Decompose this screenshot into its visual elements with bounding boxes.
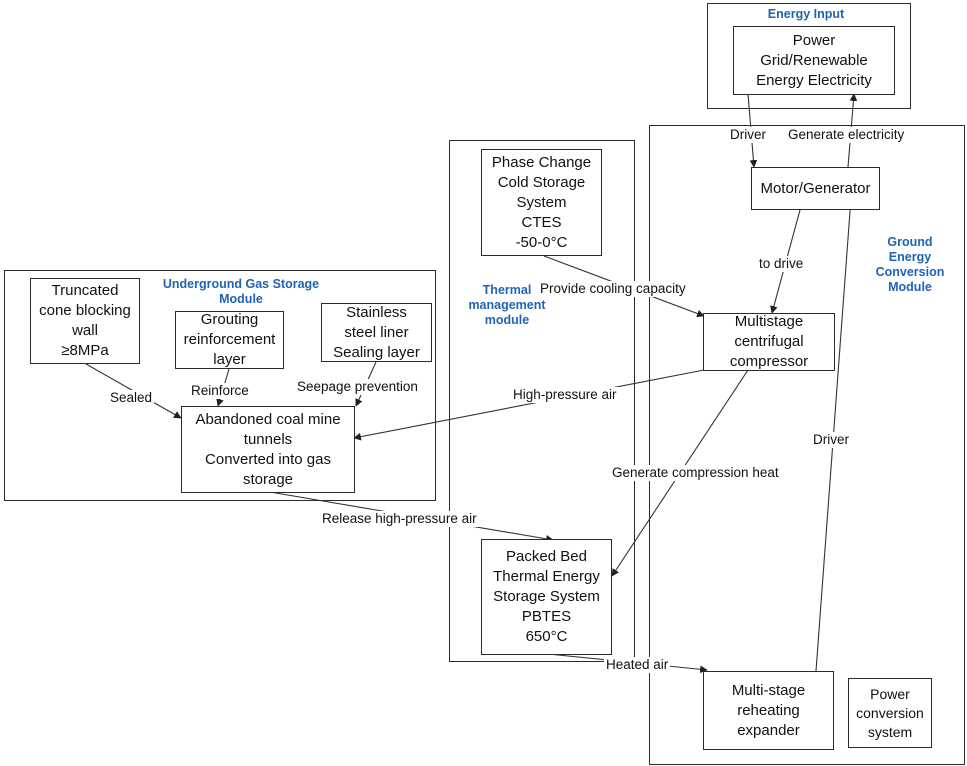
thermal-module-title: Thermal management module [468, 283, 546, 327]
underground-module-frame [4, 270, 436, 501]
label-seepage: Seepage prevention [295, 379, 420, 395]
label-high-pressure-air: High-pressure air [511, 387, 619, 403]
edge-high-pressure-air [353, 369, 705, 441]
label-reinforce: Reinforce [189, 383, 251, 399]
node-power-grid[interactable]: Power Grid/Renewable Energy Electricity [733, 26, 895, 95]
node-coal-mine[interactable]: Abandoned coal mine tunnels Converted in… [181, 406, 355, 493]
thermal-module-frame [449, 140, 635, 662]
node-cold-storage[interactable]: Phase Change Cold Storage System CTES -5… [481, 149, 602, 256]
node-grouting[interactable]: Grouting reinforcement layer [175, 311, 284, 369]
label-driver-right: Driver [811, 432, 851, 448]
label-generate-heat: Generate compression heat [610, 465, 781, 481]
label-generate-electricity: Generate electricity [786, 127, 907, 143]
node-steel-liner[interactable]: Stainless steel liner Sealing layer [321, 303, 432, 362]
node-compressor[interactable]: Multistage centrifugal compressor [703, 313, 835, 371]
label-heated-air: Heated air [604, 657, 671, 673]
ground-module-title: Ground Energy Conversion Module [875, 235, 945, 294]
label-to-drive: to drive [757, 256, 806, 272]
ground-energy-module-frame [649, 125, 965, 765]
energy-input-title: Energy Input [767, 7, 845, 21]
label-provide-cooling: Provide cooling capacity [538, 281, 688, 297]
node-expander[interactable]: Multi-stage reheating expander [703, 671, 834, 750]
node-motor-generator[interactable]: Motor/Generator [751, 167, 880, 210]
label-driver-top: Driver [728, 127, 768, 143]
node-power-conversion[interactable]: Power conversion system [848, 678, 932, 748]
label-release-air: Release high-pressure air [320, 511, 479, 527]
node-packed-bed[interactable]: Packed Bed Thermal Energy Storage System… [481, 539, 612, 655]
underground-module-title: Underground Gas Storage Module [162, 277, 320, 306]
node-cone-wall[interactable]: Truncated cone blocking wall ≥8MPa [30, 278, 140, 364]
label-sealed: Sealed [108, 390, 155, 406]
energy-input-module-frame [707, 3, 911, 109]
